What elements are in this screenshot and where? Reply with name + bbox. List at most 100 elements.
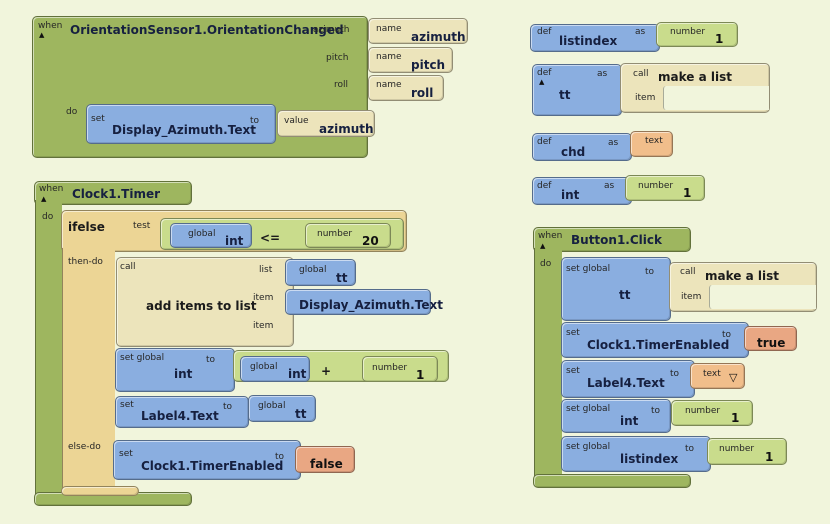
param-name: azimuth (411, 30, 466, 44)
text-keyword: text (645, 136, 663, 146)
def-keyword: def (537, 181, 552, 191)
set-timer-enabled-block[interactable] (113, 440, 301, 480)
global-var-name: listindex (620, 452, 679, 466)
global-var-name: tt (619, 288, 631, 302)
number-1-block[interactable] (362, 356, 438, 382)
global-int-getter[interactable] (170, 223, 252, 248)
value-name: azimuth (319, 122, 374, 136)
def-name: tt (559, 88, 571, 102)
number-20-block[interactable] (305, 223, 391, 248)
set-global-int-block[interactable] (561, 399, 671, 433)
number-keyword: number (670, 27, 706, 37)
def-keyword: def (537, 137, 552, 147)
add-items-to-list-block[interactable] (116, 257, 294, 347)
global-var-name: int (225, 234, 244, 248)
set-timer-enabled-block[interactable] (561, 322, 749, 358)
param-socket-label: pitch (326, 53, 349, 63)
global-var-name: int (620, 414, 639, 428)
number-keyword: number (372, 363, 408, 373)
value-azimuth-block[interactable] (277, 110, 375, 137)
do-keyword: do (42, 212, 54, 222)
event-block-spine (36, 50, 80, 150)
empty-item-socket[interactable] (709, 285, 816, 309)
number-keyword: number (317, 229, 353, 239)
event-block-spine (35, 200, 62, 498)
number-value: 1 (765, 450, 774, 464)
do-keyword: do (66, 107, 78, 117)
number-value: 20 (362, 234, 379, 248)
set-global-listindex-block[interactable] (561, 436, 711, 472)
set-global-tt-block[interactable] (561, 257, 671, 321)
item-socket-label: item (635, 93, 656, 103)
set-display-azimuth-block[interactable] (86, 104, 276, 144)
ifelse-spine (62, 248, 115, 492)
when-keyword: when (38, 21, 63, 31)
global-var-name: int (288, 367, 307, 381)
number-block[interactable] (671, 400, 753, 426)
set-label4-text-block[interactable] (115, 396, 249, 428)
true-block[interactable] (744, 326, 797, 351)
to-keyword: to (206, 355, 216, 365)
empty-item-socket[interactable] (663, 86, 769, 110)
set-target: Label4.Text (141, 409, 219, 423)
set-keyword: set (566, 328, 580, 338)
param-name: roll (411, 86, 434, 100)
number-block[interactable] (625, 175, 705, 201)
text-dropdown-block[interactable] (690, 363, 745, 389)
call-keyword: call (120, 262, 136, 272)
item-socket-label: item (253, 293, 274, 303)
param-pitch-block[interactable] (368, 47, 453, 73)
def-keyword: def (537, 27, 552, 37)
dropdown-arrow-icon[interactable]: ▽ (729, 371, 738, 384)
global-var-name: int (174, 367, 193, 381)
display-azimuth-text-getter[interactable] (285, 289, 431, 315)
button-click-event-block[interactable] (533, 227, 691, 252)
global-var-name: tt (295, 407, 307, 421)
event-block-spine (534, 248, 562, 480)
number-block[interactable] (707, 438, 787, 465)
set-keyword: set (91, 114, 105, 124)
to-keyword: to (223, 402, 233, 412)
to-keyword: to (722, 330, 732, 340)
item-socket-label: item (253, 321, 274, 331)
as-keyword: as (597, 69, 608, 79)
as-keyword: as (635, 27, 646, 37)
else-do-label: else-do (68, 442, 101, 452)
param-name: pitch (411, 58, 446, 72)
global-tt-getter[interactable] (248, 395, 316, 422)
to-keyword: to (685, 444, 695, 454)
param-azimuth-block[interactable] (368, 18, 468, 44)
list-socket-label: list (259, 265, 273, 275)
collapse-triangle-icon[interactable]: ▲ (39, 31, 45, 39)
global-keyword: global (250, 362, 278, 372)
number-value: 1 (731, 411, 740, 425)
event-name: OrientationSensor1.OrientationChanged (70, 23, 344, 37)
number-value: 1 (715, 32, 724, 46)
item-socket-label: item (681, 292, 702, 302)
text-block[interactable] (630, 131, 673, 157)
global-int-getter[interactable] (240, 356, 310, 382)
global-keyword: global (258, 401, 286, 411)
do-keyword: do (540, 259, 552, 269)
collapse-triangle-icon[interactable]: ▲ (41, 195, 47, 203)
false-block[interactable] (295, 446, 355, 473)
set-keyword: set (120, 400, 134, 410)
set-global-int-block[interactable] (115, 348, 235, 392)
number-value: 1 (416, 368, 425, 382)
to-keyword: to (670, 369, 680, 379)
collapse-triangle-icon[interactable]: ▲ (539, 78, 545, 86)
set-keyword: set (566, 366, 580, 376)
def-chd-block[interactable] (532, 133, 632, 161)
collapse-triangle-icon[interactable]: ▲ (540, 242, 546, 250)
global-keyword: global (299, 265, 327, 275)
param-roll-block[interactable] (368, 75, 444, 101)
number-block[interactable] (656, 22, 738, 47)
event-name: Clock1.Timer (72, 187, 161, 201)
procedure-name: add items to list (146, 299, 257, 313)
operator-le: <= (260, 231, 281, 245)
to-keyword: to (275, 452, 285, 462)
def-listindex-block[interactable] (530, 24, 660, 52)
set-label4-text-block[interactable] (561, 360, 695, 398)
global-tt-getter[interactable] (285, 259, 356, 286)
def-int-block[interactable] (532, 177, 632, 205)
